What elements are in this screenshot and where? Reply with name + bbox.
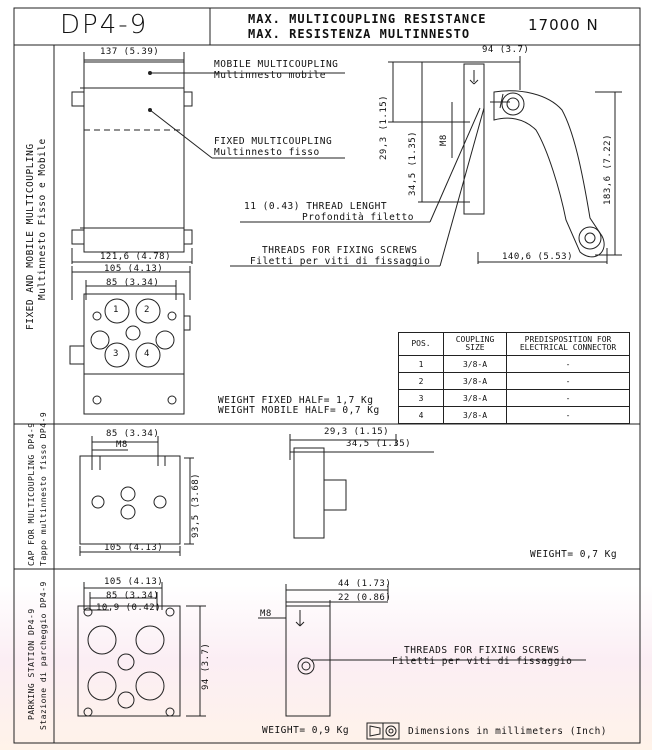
park-dim-m8: M8	[260, 609, 272, 619]
table-cell: 3/8-A	[443, 406, 507, 424]
table-header-electrical: PREDISPOSITION FOR ELECTRICAL CONNECTOR	[506, 332, 630, 356]
cap-dim-85: 85 (3.34)	[106, 429, 160, 439]
dim-face-85: 85 (3.34)	[106, 278, 160, 288]
table-cell: 4	[398, 406, 444, 424]
parking-station-side-view	[258, 584, 586, 717]
table-cell: -	[506, 389, 630, 407]
park-weight: WEIGHT= 0,9 Kg	[262, 725, 350, 736]
multicoupling-front-view	[71, 52, 345, 264]
screws-label-en: THREADS FOR FIXING SCREWS	[262, 245, 418, 256]
projection-symbol-icon	[366, 722, 400, 740]
max-force-value: 17000 N	[528, 16, 599, 34]
coupling-pos-2: 2	[144, 305, 150, 315]
dim-arm-94: 94 (3.7)	[482, 45, 530, 55]
coupling-position-table: POS. COUPLING SIZE PREDISPOSITION FOR EL…	[398, 332, 630, 424]
table-cell: -	[506, 372, 630, 390]
cap-side-view	[289, 434, 434, 539]
park-dim-22: 22 (0.86)	[338, 593, 392, 603]
cap-dim-m8: M8	[116, 440, 128, 450]
park-dim-44: 44 (1.73)	[338, 579, 392, 589]
dim-h-140: 140,6 (5.53)	[502, 252, 574, 262]
mobile-label-it: Multinnesto mobile	[214, 70, 326, 81]
cap-front-view	[79, 436, 194, 556]
fixed-label-it: Multinnesto fisso	[214, 147, 320, 158]
table-row: 4 3/8-A -	[398, 406, 630, 424]
table-cell: 3/8-A	[443, 355, 507, 373]
thread-length-it: Profondità filetto	[302, 212, 414, 223]
section1-side-label-it: Multinnesto Fisso e Mobile	[37, 138, 48, 300]
park-dim-94: 94 (3.7)	[201, 642, 211, 690]
table-cell: 3/8-A	[443, 389, 507, 407]
section2-side-label-it: Tappo multinnesto fisso DP4-9	[39, 411, 48, 566]
screws-label-it: Filetti per viti di fissaggio	[250, 256, 431, 267]
park-dim-105: 105 (4.13)	[104, 577, 164, 587]
coupling-pos-4: 4	[144, 349, 150, 359]
weight-fixed-half: WEIGHT FIXED HALF= 1,7 Kg	[218, 395, 374, 406]
park-dim-10: 10,9 (0.42)	[96, 603, 162, 613]
multicoupling-face-view	[69, 266, 191, 415]
section1-side-label-en: FIXED AND MOBILE MULTICOUPLING	[25, 143, 36, 330]
header-line-1: MAX. MULTICOUPLING RESISTANCE	[248, 12, 487, 26]
table-header-pos: POS.	[398, 332, 444, 356]
fixed-label-en: FIXED MULTICOUPLING	[214, 136, 333, 147]
section3-side-label-en: PARKING STATION DP4-9	[27, 608, 36, 720]
dim-v-29: 29,3 (1.15)	[379, 94, 389, 160]
table-cell: -	[506, 355, 630, 373]
dimensions-note: Dimensions in millimeters (Inch)	[408, 726, 608, 737]
cap-dim-29: 29,3 (1.15)	[324, 427, 390, 437]
table-cell: -	[506, 406, 630, 424]
cap-dim-34: 34,5 (1.35)	[346, 439, 412, 449]
dim-face-105: 105 (4.13)	[104, 264, 164, 274]
outer-frame	[13, 7, 641, 744]
page-title: DP4-9	[60, 10, 149, 40]
table-cell: 3/8-A	[443, 372, 507, 390]
coupling-pos-1: 1	[113, 305, 119, 315]
mobile-label-en: MOBILE MULTICOUPLING	[214, 59, 339, 70]
park-dim-85: 85 (3.34)	[106, 591, 160, 601]
cap-dim-105: 105 (4.13)	[104, 543, 164, 553]
section3-side-label-it: Stazione di parcheggio DP4-9	[39, 581, 48, 730]
table-row: 2 3/8-A -	[398, 372, 630, 390]
multicoupling-side-view	[230, 56, 622, 267]
section2-side-label-en: CAP FOR MULTICOUPLING DP4-9	[27, 422, 36, 566]
thread-length-en: 11 (0.43) THREAD LENGHT	[244, 201, 388, 212]
table-cell: 3	[398, 389, 444, 407]
table-header-coupling-size: COUPLING SIZE	[443, 332, 507, 356]
dim-top-width: 137 (5.39)	[100, 47, 160, 57]
table-row: 3 3/8-A -	[398, 389, 630, 407]
parking-station-front-view	[77, 582, 206, 717]
table-cell: 2	[398, 372, 444, 390]
cap-dim-93: 93,5 (3.68)	[191, 472, 201, 538]
table-cell: 1	[398, 355, 444, 373]
cap-weight: WEIGHT= 0,7 Kg	[530, 549, 618, 560]
coupling-pos-3: 3	[113, 349, 119, 359]
park-screws-it: Filetti per viti di fissaggio	[392, 656, 573, 667]
park-screws-en: THREADS FOR FIXING SCREWS	[404, 645, 560, 656]
table-row: 1 3/8-A -	[398, 355, 630, 373]
dim-m8-arm: M8	[439, 134, 449, 146]
dim-bottom-width: 121,6 (4.78)	[100, 252, 172, 262]
dim-v-34: 34,5 (1.35)	[408, 130, 418, 196]
header-line-2: MAX. RESISTENZA MULTINNESTO	[248, 27, 471, 41]
dim-v-183: 183,6 (7.22)	[603, 133, 613, 205]
weight-mobile-half: WEIGHT MOBILE HALF= 0,7 Kg	[218, 405, 380, 416]
